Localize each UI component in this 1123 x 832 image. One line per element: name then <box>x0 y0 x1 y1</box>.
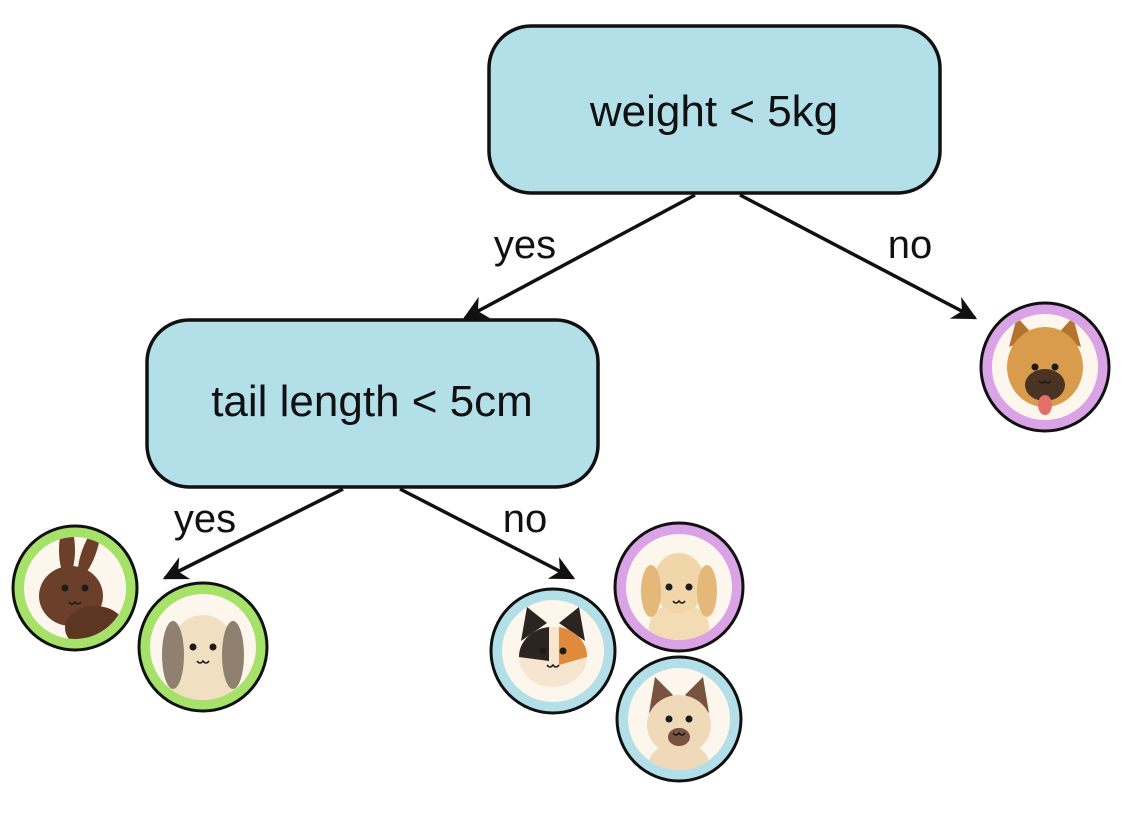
edge-child-yes <box>162 487 344 580</box>
edge-label-root-yes: yes <box>494 223 556 267</box>
leaf-puppy <box>613 521 745 653</box>
leaf-siamese-cat <box>615 655 743 783</box>
leaf-lop-rabbit <box>137 581 269 713</box>
leaf-rabbit <box>11 524 139 652</box>
edge-label-child-yes: yes <box>174 497 236 541</box>
edge-root-no <box>739 193 978 320</box>
tail-length-node-label: tail length < 5cm <box>211 377 533 426</box>
calico-cat-icon <box>518 607 588 687</box>
rabbit-icon <box>39 537 125 639</box>
leaf-dog <box>979 301 1111 433</box>
edge-root-yes <box>462 193 696 320</box>
leaf-group <box>11 301 1111 783</box>
tail-length-node: tail length < 5cm <box>145 318 600 489</box>
edge-label-child-no: no <box>503 497 548 541</box>
root-node-label: weight < 5kg <box>589 87 838 136</box>
edge-child-no <box>399 487 576 580</box>
siamese-cat-icon <box>647 677 711 770</box>
leaf-calico-cat <box>489 587 617 715</box>
lop-rabbit-icon <box>162 615 244 700</box>
dog-icon <box>1007 317 1083 415</box>
edge-label-root-no: no <box>888 223 933 267</box>
root-node: weight < 5kg <box>487 24 942 195</box>
